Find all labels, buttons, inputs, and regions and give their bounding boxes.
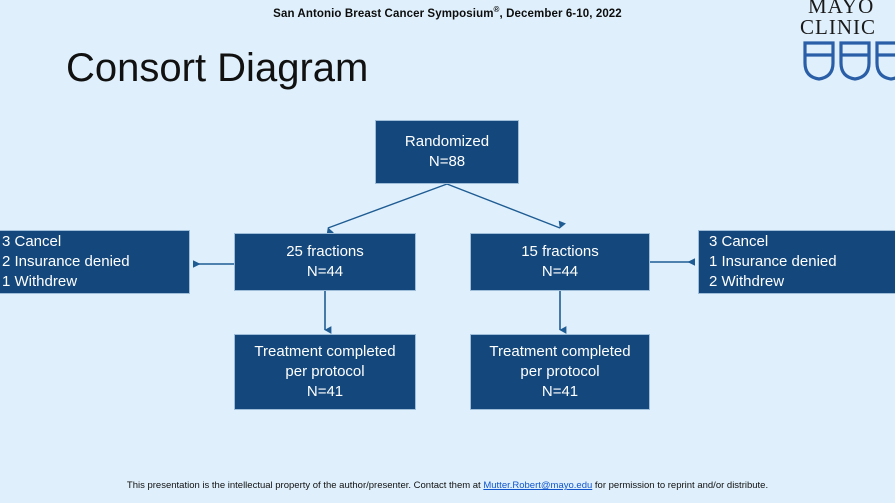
registered-mark: ® — [493, 5, 500, 14]
node-right-completed-line1: Treatment completed — [489, 343, 631, 360]
node-25-fractions: 25 fractions N=44 — [234, 233, 416, 291]
node-left-dropouts-line3: 1 Withdrew — [2, 273, 78, 290]
node-right-dropouts: 3 Cancel 1 Insurance denied 2 Withdrew — [698, 230, 895, 294]
conference-dates: , December 6-10, 2022 — [499, 7, 622, 20]
footer-copyright-note: This presentation is the intellectual pr… — [0, 480, 895, 491]
node-right-dropouts-line3: 2 Withdrew — [709, 273, 785, 290]
node-left-dropouts: 3 Cancel 2 Insurance denied 1 Withdrew — [0, 230, 190, 294]
conference-name: San Antonio Breast Cancer Symposium — [273, 7, 494, 20]
mayo-shields-icon — [802, 41, 895, 86]
connector-randomized-to-15 — [446, 183, 566, 229]
node-randomized: Randomized N=88 — [375, 120, 519, 184]
node-left-completed-line1: Treatment completed — [254, 343, 396, 360]
node-right-dropouts-line1: 3 Cancel — [709, 233, 769, 250]
page-title: Consort Diagram — [66, 46, 369, 90]
logo-text-mayo: MAYO — [808, 0, 875, 18]
node-left-dropouts-line1: 3 Cancel — [2, 233, 62, 250]
conference-header: San Antonio Breast Cancer Symposium®, De… — [0, 0, 895, 20]
node-left-dropouts-line2: 2 Insurance denied — [2, 253, 130, 270]
node-randomized-line2: N=88 — [428, 153, 466, 170]
node-right-completed-line3: N=41 — [541, 383, 579, 400]
logo-text-clinic: CLINIC — [800, 15, 876, 39]
node-15-fractions-line2: N=44 — [541, 263, 579, 280]
presenter-email-link[interactable]: Mutter.Robert@mayo.edu — [483, 480, 593, 491]
node-15-fractions: 15 fractions N=44 — [470, 233, 650, 291]
node-right-completed-line2: per protocol — [520, 363, 600, 380]
node-15-fractions-line1: 15 fractions — [521, 243, 599, 260]
connector-randomized-to-25 — [326, 183, 448, 236]
node-randomized-line1: Randomized — [404, 133, 490, 150]
node-25-fractions-line1: 25 fractions — [286, 243, 364, 260]
footer-text-after: for permission to reprint and/or distrib… — [592, 480, 769, 491]
node-right-dropouts-line2: 1 Insurance denied — [709, 253, 837, 270]
mayo-clinic-logo: MAYO CLINIC — [798, 0, 895, 81]
node-right-treatment-completed: Treatment completed per protocol N=41 — [470, 334, 650, 410]
node-25-fractions-line2: N=44 — [306, 263, 344, 280]
node-left-completed-line2: per protocol — [285, 363, 365, 380]
node-left-treatment-completed: Treatment completed per protocol N=41 — [234, 334, 416, 410]
footer-text-before: This presentation is the intellectual pr… — [126, 480, 484, 491]
node-left-completed-line3: N=41 — [306, 383, 344, 400]
